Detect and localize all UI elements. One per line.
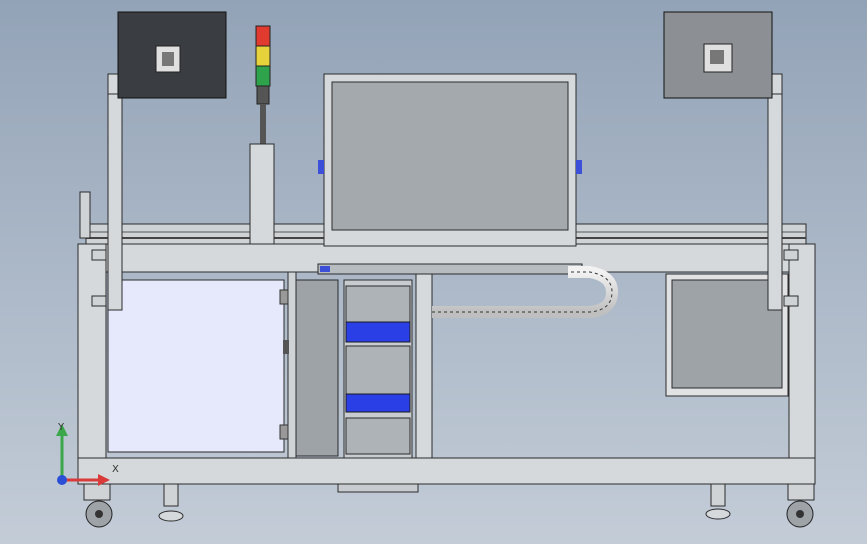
monitor-left[interactable]	[117, 11, 227, 99]
cabinet-right[interactable]	[665, 273, 789, 397]
bracket-right	[783, 249, 799, 307]
cabinet-door-left[interactable]	[107, 279, 289, 453]
monitor-arm-left	[107, 73, 191, 311]
coordinate-triad: Y X	[56, 422, 119, 486]
monitor-right[interactable]	[663, 11, 773, 99]
leveling-foot-right	[705, 483, 731, 520]
signal-tower[interactable]	[249, 25, 275, 245]
side-panel-grey	[295, 279, 339, 457]
bracket-left	[79, 191, 107, 307]
x-axis-label: X	[112, 464, 119, 475]
blue-block	[345, 393, 411, 413]
main-enclosure[interactable]	[317, 73, 583, 275]
y-axis-label: Y	[57, 422, 65, 433]
blue-block	[345, 321, 411, 343]
caster-right	[786, 483, 815, 528]
leveling-foot-left	[158, 483, 184, 522]
cable-chain	[432, 266, 619, 318]
caster-left	[83, 483, 113, 528]
drawer-stack[interactable]	[337, 279, 419, 493]
